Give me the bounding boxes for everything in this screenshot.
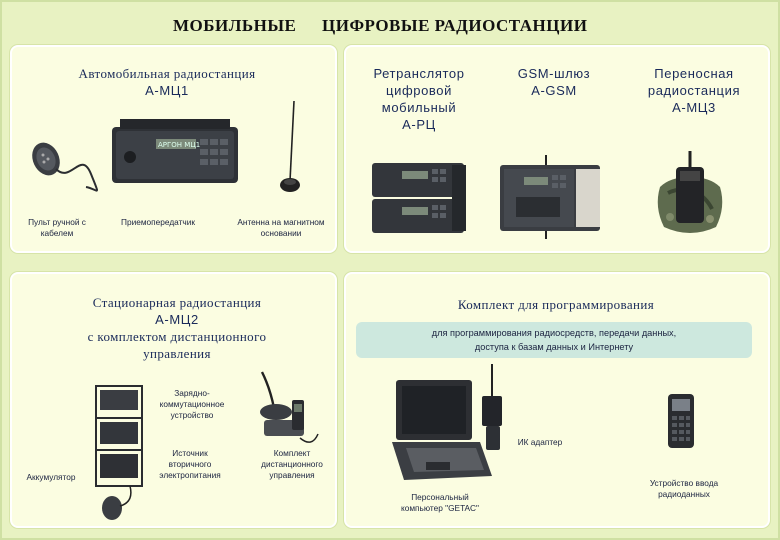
caption-psu: Источник вторичного электропитания bbox=[159, 448, 221, 480]
caption-input-device: Устройство ввода радиоданных bbox=[649, 478, 719, 499]
transceiver-icon: АРГОН МЦ1 bbox=[112, 119, 238, 183]
caption-transceiver: Приемопередатчик bbox=[121, 217, 195, 227]
caption-charger: Зарядно-коммутационное устройство bbox=[159, 388, 225, 420]
header-word-digital: ЦИФРОВЫЕ РАДИОСТАНЦИИ bbox=[322, 16, 588, 35]
panel-car-model: А-МЦ1 bbox=[145, 83, 189, 98]
panel-relay-model: А-РЦ bbox=[402, 117, 436, 132]
relay-device-icon bbox=[372, 163, 466, 233]
panel-portable-title: Переносная радиостанция А-МЦ3 bbox=[634, 65, 754, 116]
handheld-remote-icon bbox=[32, 142, 98, 192]
panel-portable-model: А-МЦ3 bbox=[672, 100, 716, 115]
caption-pc: Персональный компьютер "GETAC" bbox=[401, 492, 479, 513]
header-word-mobile: МОБИЛЬНЫЕ bbox=[173, 16, 297, 35]
panel-stationary-model: А-МЦ2 bbox=[155, 312, 199, 327]
panel-car-title: Автомобильная радиостанция А-МЦ1 bbox=[12, 65, 322, 99]
caption-ir-adapter: ИК адаптер bbox=[517, 437, 563, 447]
panel-relay-title: Ретранслятор цифровой мобильный А-РЦ bbox=[364, 65, 474, 133]
caption-remote: Пульт ручной с кабелем bbox=[28, 217, 86, 238]
ir-adapter-icon bbox=[482, 364, 502, 450]
portable-radio-icon bbox=[657, 151, 723, 233]
magnetic-antenna-icon bbox=[280, 100, 300, 192]
rack-station-icon bbox=[95, 385, 143, 520]
panel-programming: Комплект для программирования для програ… bbox=[344, 272, 770, 528]
gsm-gateway-icon bbox=[500, 155, 600, 239]
panel-gsm-model: А-GSM bbox=[531, 83, 577, 98]
laptop-icon bbox=[392, 380, 492, 480]
caption-battery: Аккумулятор bbox=[26, 472, 76, 482]
panel-gsm-title: GSM-шлюз А-GSM bbox=[504, 65, 604, 99]
panel-programming-title: Комплект для программирования bbox=[457, 297, 655, 312]
caption-remote-kit: Комплект дистанционного управления bbox=[261, 448, 323, 480]
panel-stationary: Стационарная радиостанция А-МЦ2 с компле… bbox=[10, 272, 337, 528]
transceiver-brand-label: АРГОН МЦ1 bbox=[158, 141, 200, 149]
programming-description-banner: для программирования радиосредств, перед… bbox=[356, 322, 752, 358]
input-device-icon bbox=[668, 394, 694, 448]
desk-console-icon bbox=[260, 371, 319, 443]
panel-stationary-title: Стационарная радиостанция А-МЦ2 с компле… bbox=[12, 294, 342, 362]
caption-antenna: Антенна на магнитном основании bbox=[237, 217, 325, 238]
panel-car-radio: Автомобильная радиостанция А-МЦ1 АРГОН М… bbox=[10, 45, 337, 253]
panel-devices: Ретранслятор цифровой мобильный А-РЦ GSM… bbox=[344, 45, 770, 253]
